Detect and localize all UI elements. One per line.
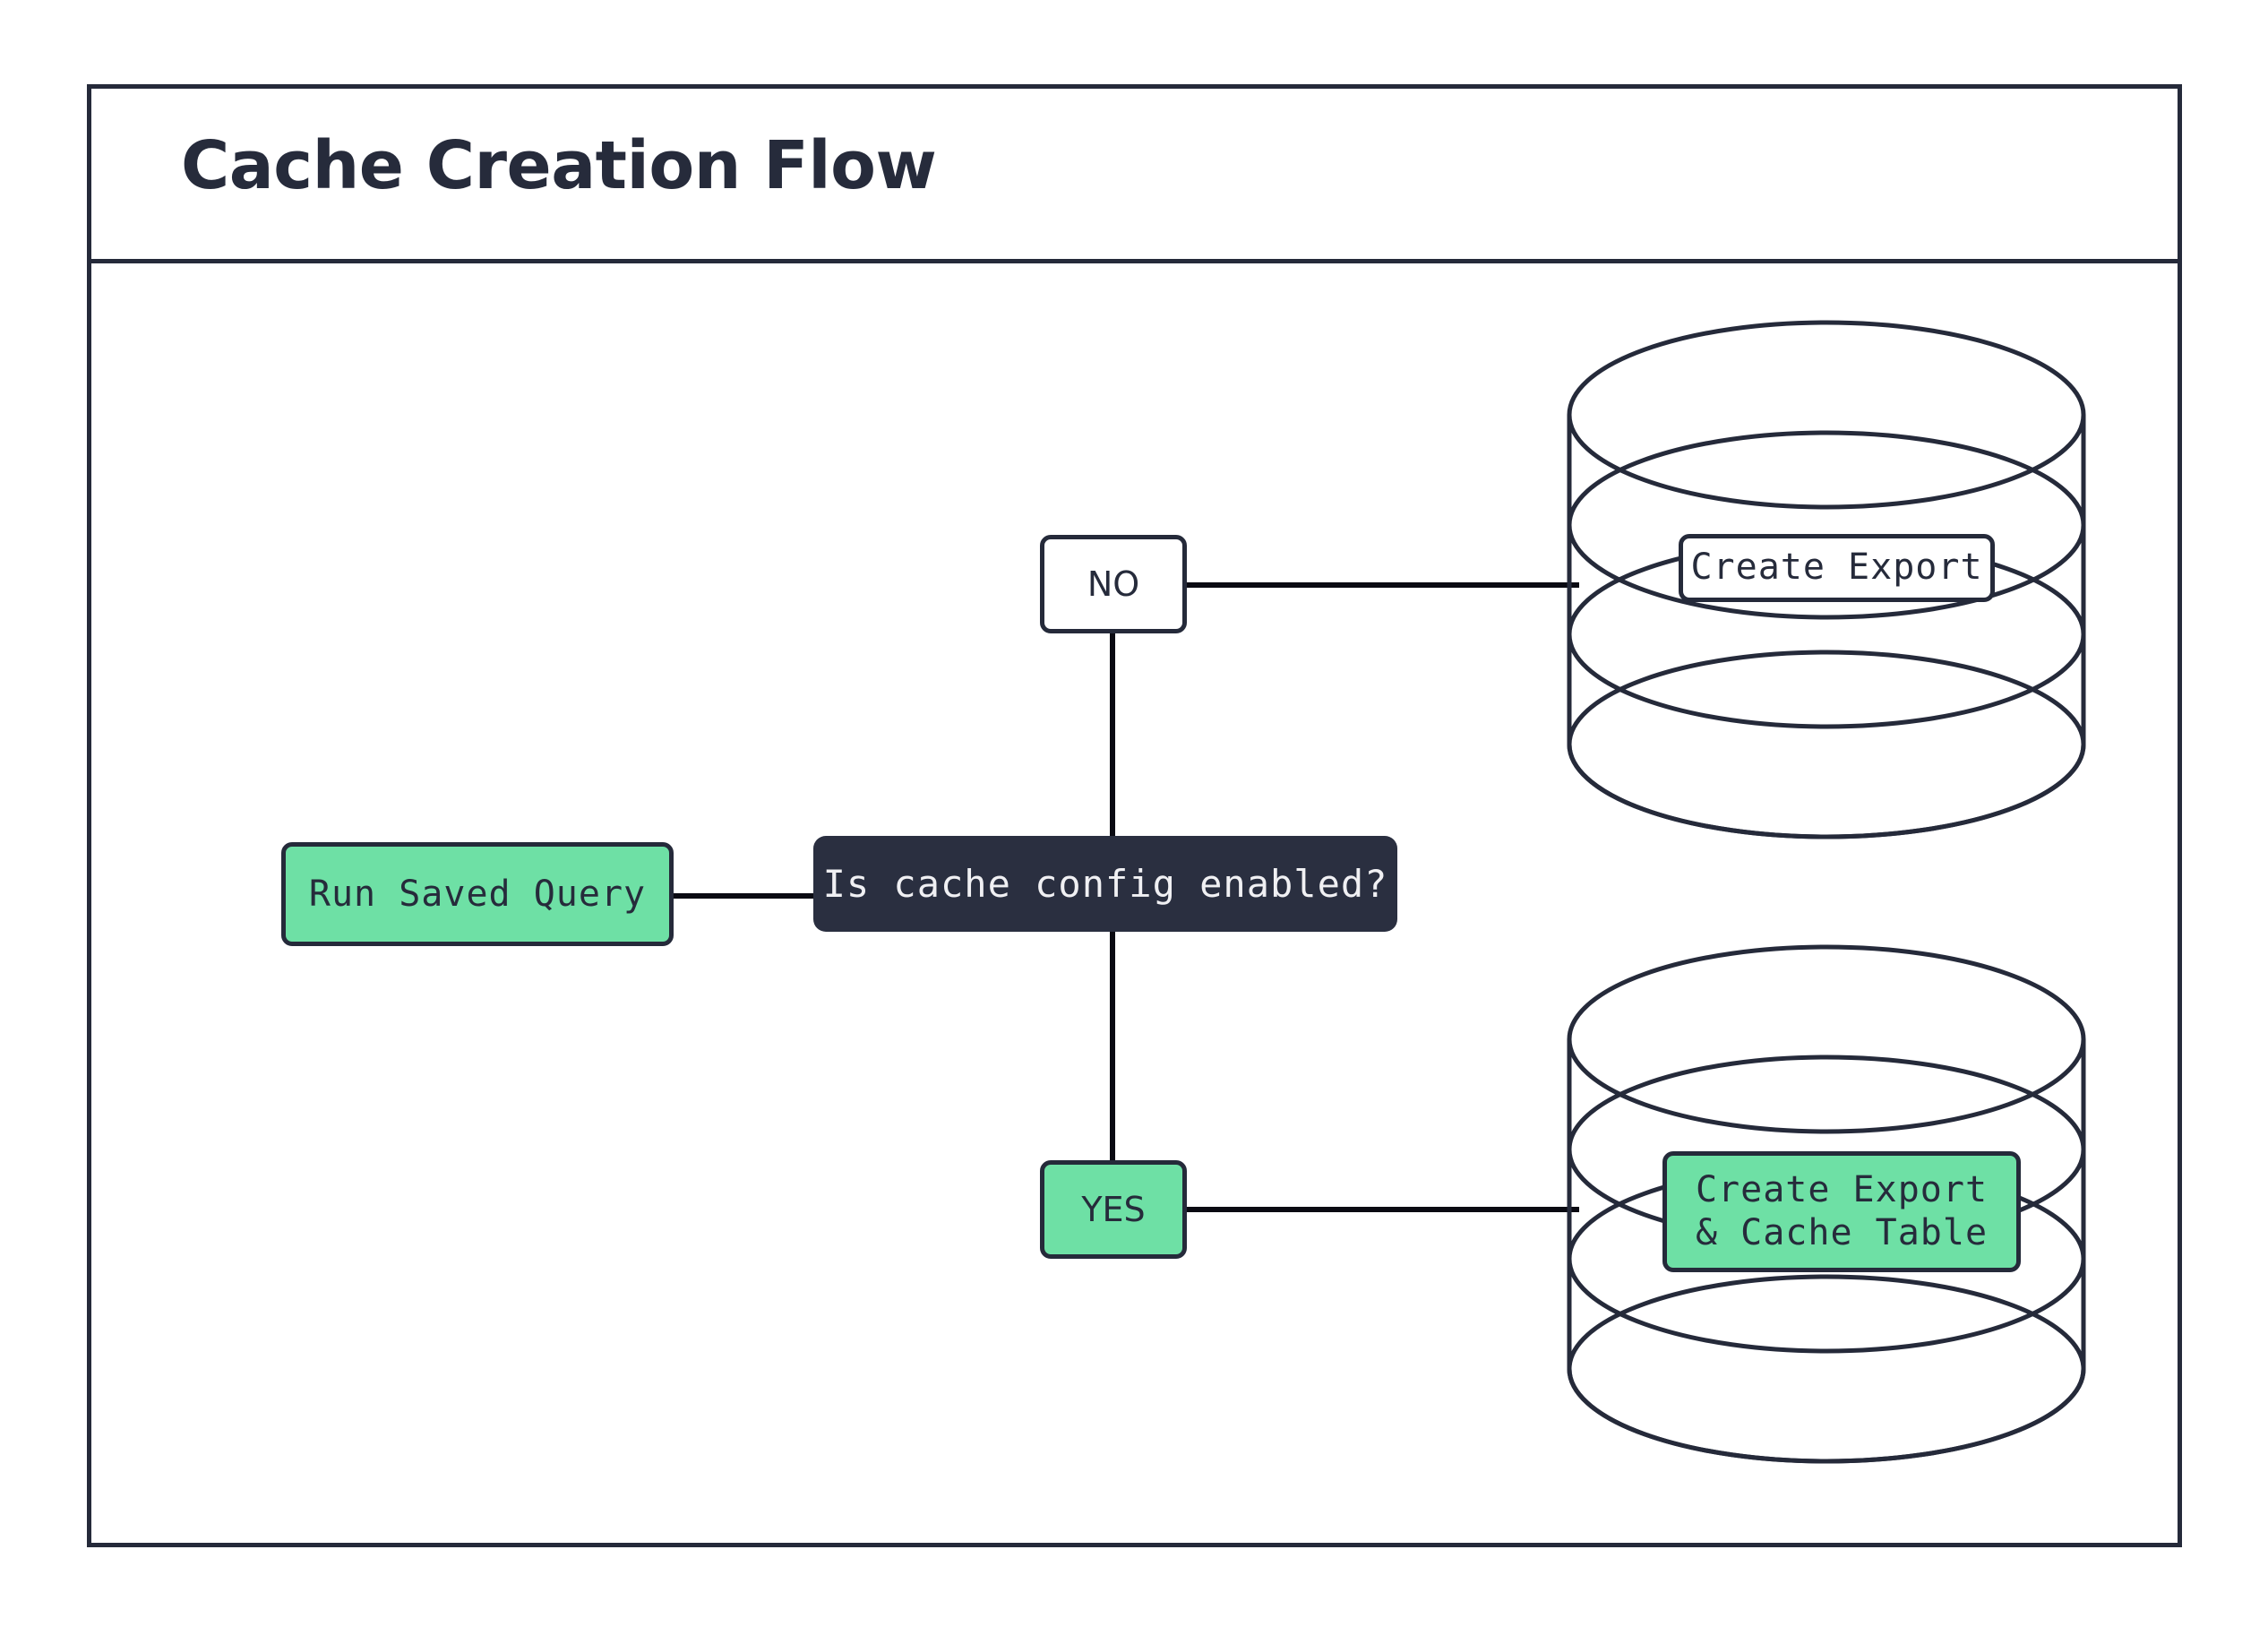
database-icon — [1567, 320, 2086, 839]
db-label-create-export: Create Export — [1679, 534, 1995, 602]
db-label-create-export-cache-table-line2: & Cache Table — [1695, 1211, 1989, 1253]
edge-yes-to-db-export-cache — [1185, 1207, 1579, 1212]
db-label-create-export-cache-table: Create Export & Cache Table — [1662, 1151, 2021, 1272]
node-branch-no-label: NO — [1087, 564, 1140, 604]
database-icon — [1567, 944, 2086, 1464]
node-branch-yes[interactable]: YES — [1040, 1160, 1187, 1259]
diagram-header: Cache Creation Flow — [87, 84, 2182, 263]
edge-decision-to-no — [1110, 582, 1115, 842]
edge-no-to-db-export — [1185, 582, 1579, 588]
node-is-cache-config-enabled[interactable]: Is cache config enabled? — [813, 836, 1397, 932]
node-run-saved-query[interactable]: Run Saved Query — [281, 842, 674, 946]
node-branch-no[interactable]: NO — [1040, 535, 1187, 633]
db-cylinder-create-export[interactable]: Create Export — [1566, 320, 2103, 849]
edge-decision-to-yes — [1110, 927, 1115, 1201]
db-label-create-export-text: Create Export — [1690, 547, 1983, 589]
node-decision-label: Is cache config enabled? — [822, 862, 1388, 906]
page-title: Cache Creation Flow — [181, 127, 937, 204]
node-run-saved-query-label: Run Saved Query — [308, 874, 647, 915]
diagram-frame — [87, 84, 2182, 1547]
db-cylinder-create-export-cache-table[interactable]: Create Export & Cache Table — [1566, 944, 2103, 1474]
edge-start-to-decision — [670, 893, 818, 899]
node-branch-yes-label: YES — [1081, 1190, 1146, 1229]
db-label-create-export-cache-table-line1: Create Export — [1695, 1169, 1989, 1211]
